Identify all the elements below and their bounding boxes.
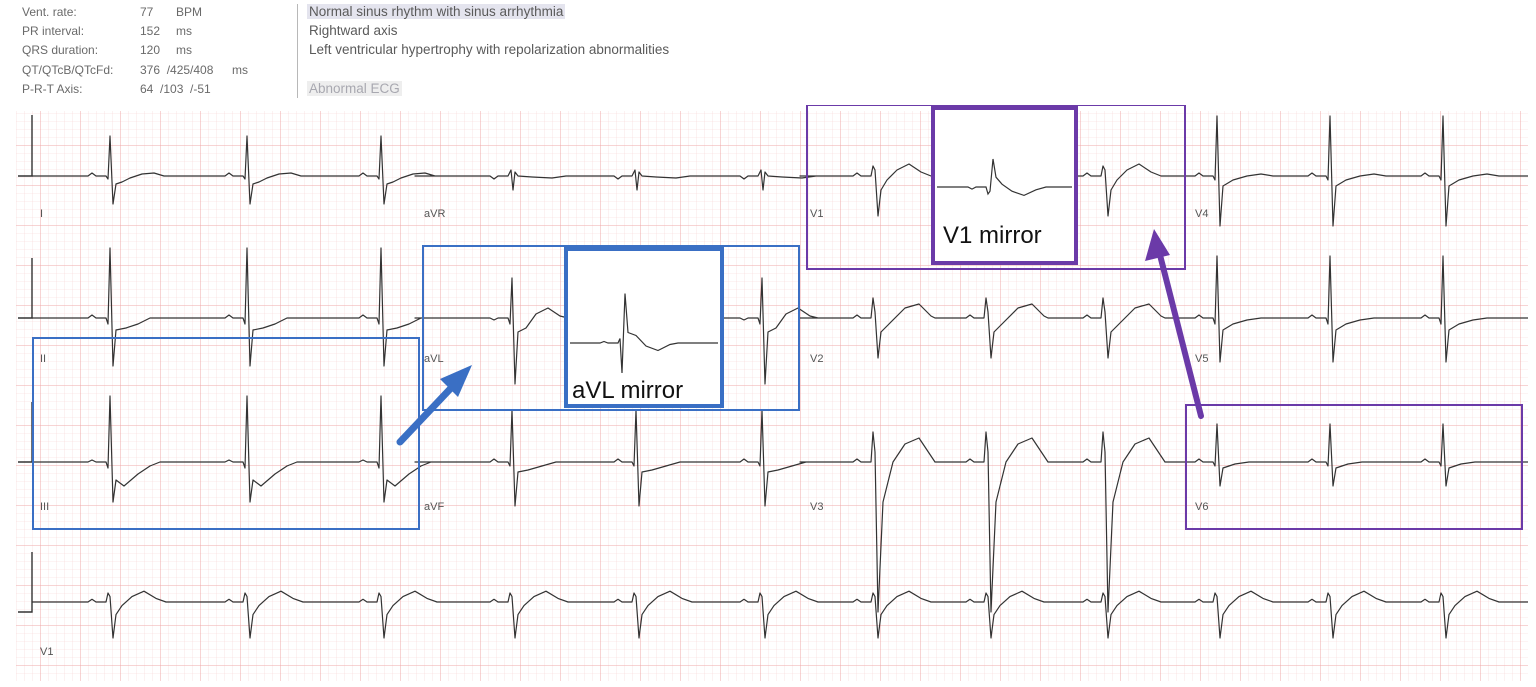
lead-label-v5: V5 <box>1195 353 1208 365</box>
interpretation-line-1: Normal sinus rhythm with sinus arrhythmi… <box>307 4 566 19</box>
ecg-tracing: I aVR V1 V4 II aVL V2 V5 III aVF V3 V6 V… <box>16 105 1528 681</box>
avl-box <box>422 245 800 411</box>
report-header: Vent. rate: 77 BPM PR interval: 152 ms Q… <box>0 0 1536 105</box>
qt-value: 376 /425/408 <box>140 63 214 77</box>
vent-rate-value: 77 <box>140 5 154 19</box>
interpretation-line-4: Abnormal ECG <box>307 81 402 96</box>
lead-label-v3: V3 <box>810 501 823 513</box>
qrs-duration-label: QRS duration: <box>22 43 99 57</box>
calibration-pulse-rhythm <box>18 552 33 613</box>
inferior-leads-box <box>32 337 420 530</box>
vent-rate-unit: BPM <box>176 5 203 19</box>
pr-interval-value: 152 <box>140 24 161 38</box>
purple-arrow <box>1145 229 1204 419</box>
lead-label-avf: aVF <box>424 501 444 513</box>
axis-value: 64 /103 /-51 <box>140 82 211 96</box>
v1-mirror-trace <box>937 158 1072 197</box>
pr-interval-label: PR interval: <box>22 24 85 38</box>
trace-rhythm-strip <box>32 590 1528 639</box>
trace-row3 <box>32 395 1528 613</box>
avl-mirror-box <box>564 247 724 408</box>
lead-label-v4: V4 <box>1195 208 1208 220</box>
interpretation-line-2: Rightward axis <box>309 23 398 38</box>
lead-label-i: I <box>40 208 43 220</box>
qt-unit: ms <box>232 63 248 77</box>
lead-label-v1: V1 <box>810 208 823 220</box>
v1-box <box>806 105 1186 270</box>
trace-row1 <box>32 115 1528 227</box>
lead-label-iii: III <box>40 501 49 513</box>
qrs-duration-value: 120 <box>140 43 161 57</box>
lead-label-avr: aVR <box>424 208 445 220</box>
v1-mirror-label: V1 mirror <box>943 222 1042 249</box>
lead-label-avl: aVL <box>424 353 444 365</box>
avl-mirror-trace <box>570 293 718 374</box>
v6-box <box>1185 404 1523 530</box>
interpretation-line-3: Left ventricular hypertrophy with repola… <box>309 42 670 57</box>
lead-label-ii: II <box>40 353 46 365</box>
lead-label-rhythm-v1: V1 <box>40 646 53 658</box>
avl-mirror-label: aVL mirror <box>572 377 683 404</box>
lead-label-v2: V2 <box>810 353 823 365</box>
qrs-duration-unit: ms <box>176 43 192 57</box>
lead-label-v6: V6 <box>1195 501 1208 513</box>
qt-label: QT/QTcB/QTcFd: <box>22 63 114 77</box>
axis-label: P-R-T Axis: <box>22 82 83 96</box>
pr-interval-unit: ms <box>176 24 192 38</box>
vent-rate-label: Vent. rate: <box>22 5 77 19</box>
ecg-grid <box>16 111 1528 681</box>
blue-arrow <box>396 365 472 446</box>
header-divider <box>297 4 298 98</box>
